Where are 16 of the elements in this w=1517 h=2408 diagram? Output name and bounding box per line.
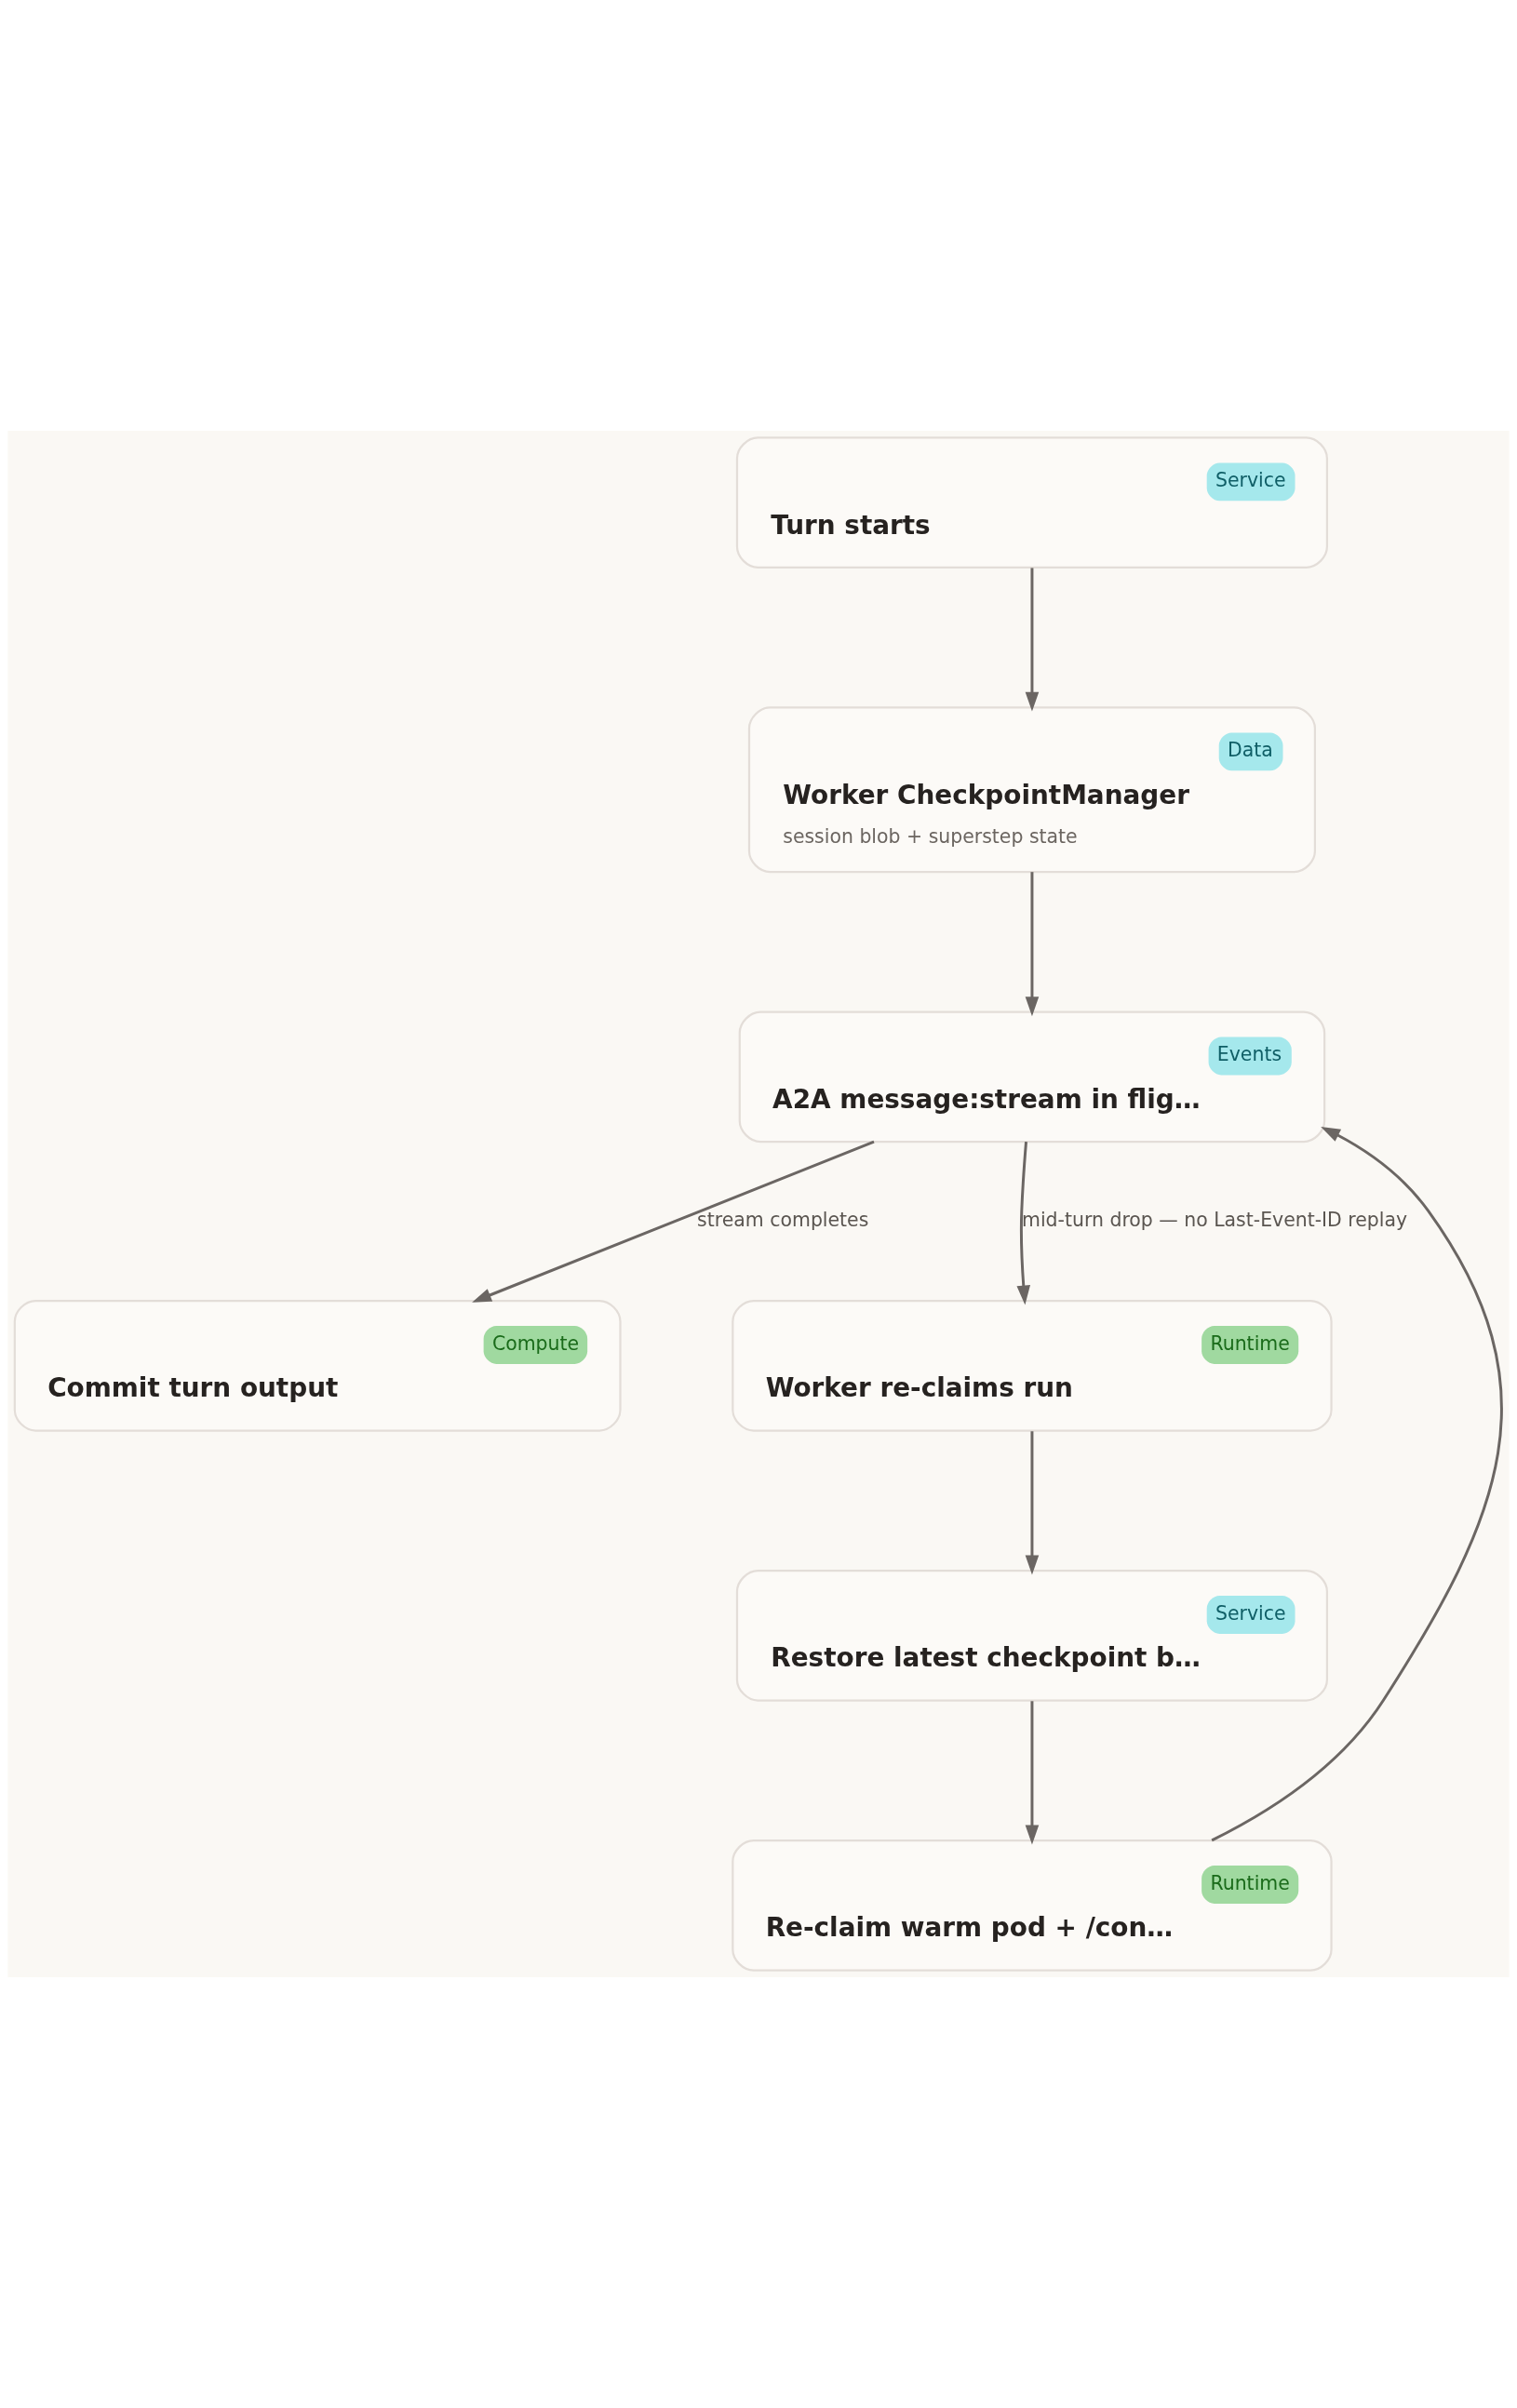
node-box: Service Turn starts [735,436,1329,569]
arrow [1025,1431,1040,1575]
arrow [1211,1126,1503,1842]
arrow [1025,568,1040,712]
node-box: Runtime Worker re-claims run [732,1300,1333,1432]
arrow [472,1140,875,1303]
node-box: Events A2A message:stream in flig… [738,1010,1326,1144]
arrow [1025,1701,1040,1845]
node-box: Runtime Re-claim warm pod + /con… [732,1839,1333,1972]
node-box: Service Restore latest checkpoint b… [735,1570,1329,1702]
arrow [1016,1142,1031,1305]
edge-label: mid-turn drop — no Last-Event-ID replay [1022,1208,1408,1231]
arrow [1025,872,1040,1017]
node-box: Compute Commit turn output [13,1300,622,1432]
node-box: Data Worker CheckpointManager session blob + superstep state [747,706,1316,874]
edge-label: stream completes [697,1208,869,1231]
